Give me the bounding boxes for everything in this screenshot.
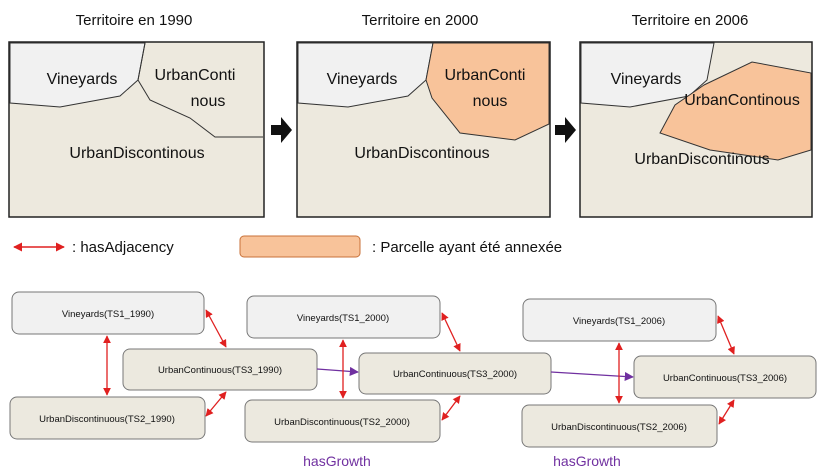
map-2000-vineyards-label: Vineyards	[327, 71, 398, 88]
node-vineyards-2006-label: Vineyards(TS1_2006)	[573, 316, 665, 327]
graph-2006: Vineyards(TS1_2006) UrbanContinuous(TS3_…	[521, 298, 817, 448]
map-title-1990: Territoire en 1990	[76, 12, 193, 29]
map-1990-urbancont-label-1: UrbanConti	[155, 67, 236, 84]
map-1990: Vineyards UrbanConti nous UrbanDiscontin…	[8, 41, 265, 218]
adjacency-1990-c-d	[205, 391, 227, 417]
growth-label-1: hasGrowth	[303, 453, 371, 469]
node-vineyards-1990	[11, 291, 205, 335]
map-2006: Vineyards UrbanContinous UrbanDiscontino…	[579, 41, 813, 218]
node-vineyards-2006	[522, 298, 717, 342]
graph-2000: Vineyards(TS1_2000) UrbanContinuous(TS3_…	[244, 295, 552, 443]
node-vineyards-2000	[246, 295, 441, 339]
adjacency-2006-v-c	[717, 315, 735, 355]
adjacency-2006-c-d	[718, 399, 735, 425]
map-1990-urbandisc-label: UrbanDiscontinous	[69, 145, 204, 162]
node-urbancont-1990-label: UrbanContinuous(TS3_1990)	[158, 365, 282, 376]
legend: : hasAdjacency : Parcelle ayant été anne…	[13, 235, 562, 258]
growth-arrow-2	[550, 371, 634, 382]
adjacency-1990-v-c	[205, 309, 227, 348]
time-arrow-1-icon	[271, 117, 292, 143]
node-urbandisc-2006	[521, 404, 718, 448]
map-2000-urbandisc-label: UrbanDiscontinous	[354, 145, 489, 162]
node-urbandisc-1990	[9, 396, 206, 440]
map-1990-vineyards-label: Vineyards	[47, 71, 118, 88]
map-1990-urbancont-label-2: nous	[191, 93, 226, 110]
legend-annexed-swatch	[239, 235, 361, 258]
node-urbancont-2000	[358, 352, 552, 395]
time-arrow-2-icon	[555, 117, 576, 143]
map-2006-urbancont-region	[659, 61, 812, 161]
map-2006-urbandisc-label: UrbanDiscontinous	[634, 151, 769, 168]
graph-1990: Vineyards(TS1_1990) UrbanContinuous(TS3_…	[9, 291, 318, 440]
map-title-2006: Territoire en 2006	[632, 12, 749, 29]
node-urbandisc-2006-label: UrbanDiscontinuous(TS2_2006)	[551, 422, 687, 433]
node-urbandisc-2000-label: UrbanDiscontinuous(TS2_2000)	[274, 417, 410, 428]
node-urbancont-2006	[633, 355, 817, 399]
map-2000-urbancont-region	[425, 42, 550, 141]
map-2000: Vineyards UrbanConti nous UrbanDiscontin…	[296, 41, 551, 218]
node-vineyards-1990-label: Vineyards(TS1_1990)	[62, 309, 154, 320]
node-urbandisc-1990-label: UrbanDiscontinuous(TS2_1990)	[39, 414, 175, 425]
growth-arrow-1	[316, 366, 359, 376]
map-2006-vineyards-label: Vineyards	[611, 71, 682, 88]
map-2000-urbancont-label-1: UrbanConti	[445, 67, 526, 84]
map-title-2000: Territoire en 2000	[362, 12, 479, 29]
map-2000-urbancont-label-2: nous	[473, 93, 508, 110]
adjacency-2000-v-c	[441, 312, 461, 352]
node-vineyards-2000-label: Vineyards(TS1_2000)	[297, 313, 389, 324]
legend-annexed-label: : Parcelle ayant été annexée	[372, 239, 562, 256]
node-urbandisc-2000	[244, 399, 441, 443]
legend-adjacency-label: : hasAdjacency	[72, 239, 174, 256]
map-1990-urban-cont-border	[137, 42, 263, 138]
node-urbancont-2000-label: UrbanContinuous(TS3_2000)	[393, 369, 517, 380]
growth-label-2: hasGrowth	[553, 453, 621, 469]
map-2006-urbancont-label: UrbanContinous	[684, 92, 800, 109]
node-urbancont-2006-label: UrbanContinuous(TS3_2006)	[663, 373, 787, 384]
adjacency-2000-c-d	[441, 395, 461, 421]
